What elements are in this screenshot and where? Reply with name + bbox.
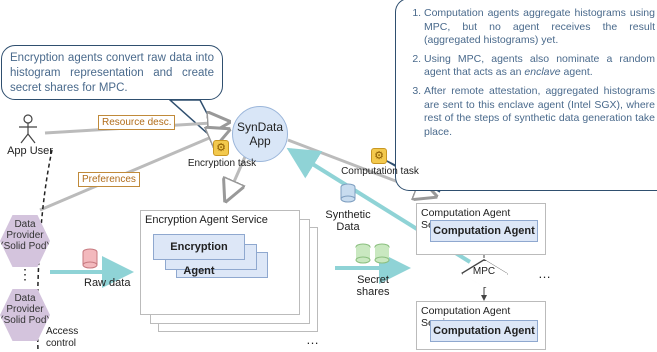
computation-callout: Computation agents aggregate histograms …	[395, 0, 657, 191]
gear-icon: ⚙	[213, 140, 229, 156]
preferences-arrow	[39, 130, 228, 212]
database-cylinder-icon	[82, 248, 98, 269]
encryption-task-label: Encryption task	[187, 158, 257, 169]
preferences-tag: Preferences	[78, 172, 140, 187]
resource-desc-tag: Resource desc.	[98, 115, 176, 130]
computation-task-label: Computation task	[341, 166, 419, 177]
encryption-task-arrow	[226, 149, 250, 200]
syndata-app-label-1: SynData	[236, 120, 284, 134]
database-cylinder-icon	[355, 243, 390, 264]
syndata-app-label-2: App	[249, 134, 271, 148]
stick-figure-icon	[19, 114, 37, 144]
mpc-label: MPC	[472, 266, 496, 277]
encryption-ellipsis: …	[306, 332, 319, 347]
encryption-callout: Encryption agents convert raw data into …	[1, 45, 223, 100]
synthetic-data-label: Synthetic Data	[325, 209, 371, 233]
gear-icon: ⚙	[371, 148, 387, 164]
encryption-callout-text: Encryption agents convert raw data into …	[10, 52, 214, 94]
access-control-label: Access control	[46, 326, 79, 349]
app-user-label: App User	[7, 145, 53, 157]
secret-shares-label: Secret shares	[356, 274, 390, 298]
computation-agent-bottom: Computation Agent	[430, 320, 538, 342]
data-provider-vertical-ellipsis: ⋮	[18, 266, 32, 282]
raw-data-label: Raw data	[84, 277, 131, 289]
computation-steps-list: Computation agents aggregate histograms …	[406, 7, 655, 139]
computation-step-3: After remote attestation, aggregated his…	[424, 85, 655, 139]
encryption-agent-box: Encryption Agent	[153, 234, 245, 277]
syndata-app-node: SynData App	[232, 106, 288, 162]
computation-step-2: Using MPC, agents also nominate a random…	[424, 53, 655, 80]
computation-ellipsis: …	[538, 266, 551, 281]
encryption-service-title: Encryption Agent Service	[145, 214, 268, 226]
computation-step-1: Computation agents aggregate histograms …	[424, 7, 655, 48]
database-cylinder-icon	[340, 183, 356, 203]
computation-agent-top: Computation Agent	[430, 220, 538, 242]
